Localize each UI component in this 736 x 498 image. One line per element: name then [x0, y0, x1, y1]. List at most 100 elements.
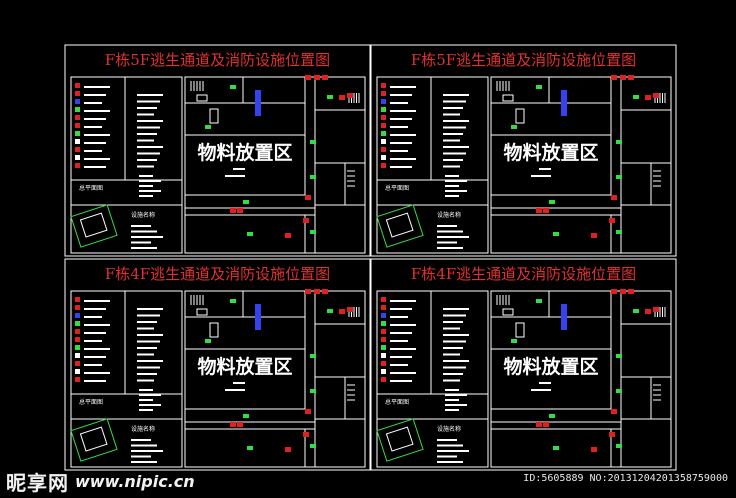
exit-sign-marker: [247, 232, 253, 236]
extinguisher-marker: [645, 309, 651, 314]
material-zone: [490, 134, 612, 196]
legend-symbol: [381, 345, 386, 350]
exit-sign-marker: [616, 175, 622, 179]
note-line: [445, 190, 467, 192]
zone-note: [225, 175, 245, 177]
hydrant-marker: [255, 304, 261, 330]
legend-text-line: [390, 166, 412, 168]
legend-line: [131, 455, 151, 458]
desk: [209, 108, 219, 124]
panel-title: F栋4F逃生通道及消防设施位置图: [411, 265, 636, 283]
extinguisher-marker: [653, 307, 659, 312]
note-line: [443, 146, 469, 148]
material-zone-label: 物料放置区: [197, 355, 292, 378]
legend-symbol: [75, 321, 80, 326]
legend-line: [131, 225, 151, 227]
extinguisher-marker: [628, 75, 634, 80]
note-line: [443, 353, 460, 356]
exit-sign-marker: [310, 230, 316, 234]
legend-frame: [376, 290, 489, 468]
legend-symbol: [75, 99, 80, 104]
legend-symbol: [75, 83, 80, 88]
exit-sign-marker: [310, 444, 316, 448]
legend-symbol: [381, 147, 386, 152]
legend-symbol: [381, 369, 386, 374]
legend-text-line: [84, 94, 106, 96]
note-line: [443, 113, 460, 116]
extinguisher-marker: [285, 233, 291, 238]
legend-line: [437, 444, 463, 447]
note-line: [137, 360, 163, 362]
extinguisher-marker: [347, 307, 353, 312]
extinguisher-marker: [303, 218, 309, 223]
legend-symbol: [75, 139, 80, 144]
extinguisher-marker: [611, 195, 617, 200]
exit-sign-marker: [327, 95, 333, 99]
legend-text-line: [84, 134, 110, 136]
note-line: [139, 185, 153, 187]
site-plan-outline: [70, 418, 118, 462]
legend-symbol: [75, 107, 80, 112]
legend-line: [437, 241, 457, 244]
zone-note: [531, 389, 551, 391]
note-line: [443, 340, 466, 343]
legend-text-line: [84, 316, 102, 318]
exit-sign-marker: [243, 414, 249, 418]
extinguisher-marker: [305, 409, 311, 414]
legend-symbol: [75, 115, 80, 120]
legend-line: [437, 455, 457, 458]
note-line: [137, 120, 163, 122]
zone-note: [539, 382, 551, 384]
extinguisher-marker: [536, 422, 542, 427]
desk: [196, 308, 208, 316]
extinguisher-marker: [303, 432, 309, 437]
note-line: [137, 366, 160, 369]
legend-symbol: [75, 155, 80, 160]
note-line: [137, 100, 160, 103]
extinguisher-marker: [322, 289, 328, 294]
legend-symbol: [381, 297, 386, 302]
note-line: [443, 165, 460, 168]
legend-title: 设施名称: [437, 211, 461, 219]
legend-symbol: [381, 329, 386, 334]
panel-title: F栋5F逃生通道及消防设施位置图: [411, 51, 636, 69]
exit-sign-marker: [616, 230, 622, 234]
note-line: [137, 373, 157, 375]
legend-text-line: [84, 118, 106, 120]
extinguisher-marker: [285, 447, 291, 452]
extinguisher-marker: [591, 233, 597, 238]
legend-symbol: [381, 305, 386, 310]
legend-symbol: [75, 313, 80, 318]
legend-line: [131, 241, 151, 244]
legend-symbol: [75, 337, 80, 342]
exit-sign-marker: [536, 85, 542, 89]
legend-text-line: [390, 332, 412, 334]
zone-note: [233, 168, 245, 170]
legend-symbol: [381, 313, 386, 318]
extinguisher-marker: [305, 195, 311, 200]
note-line: [445, 394, 467, 396]
note-line: [139, 190, 161, 192]
site-plan-building: [385, 426, 414, 452]
legend-symbol: [381, 163, 386, 168]
extinguisher-marker: [322, 75, 328, 80]
exit-sign-marker: [633, 309, 639, 313]
panel-frame: [370, 44, 677, 257]
exit-sign-marker: [616, 389, 622, 393]
site-plan-outline: [376, 418, 424, 462]
legend-line: [131, 461, 157, 463]
desk: [515, 108, 525, 124]
legend-text-line: [390, 356, 412, 358]
legend-line: [131, 444, 157, 447]
legend-line: [437, 450, 469, 452]
legend-text-line: [390, 364, 408, 366]
legend-symbol: [75, 345, 80, 350]
note-line: [445, 399, 459, 401]
legend-symbol: [381, 353, 386, 358]
legend-text-line: [84, 308, 106, 310]
plan-label: 总平面图: [385, 398, 409, 406]
legend-symbol: [75, 361, 80, 366]
legend-line: [437, 230, 463, 233]
note-line: [139, 404, 161, 406]
legend-title: 设施名称: [437, 425, 461, 433]
